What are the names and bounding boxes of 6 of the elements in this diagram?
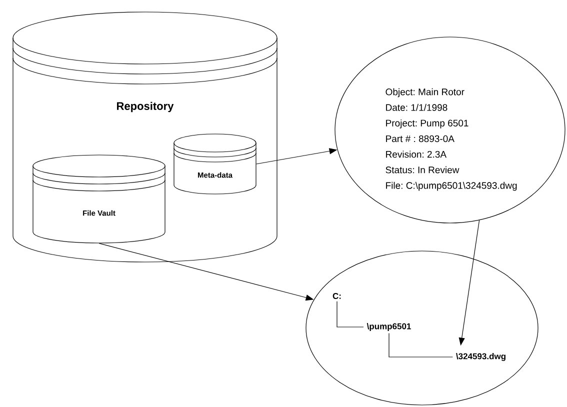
path-label: \pump6501 bbox=[366, 323, 411, 331]
tree-connector bbox=[336, 301, 364, 328]
path-label: \324593.dwg bbox=[456, 353, 506, 361]
tree-connector bbox=[388, 332, 453, 358]
file-path-ellipse bbox=[306, 250, 538, 406]
path-label: C: bbox=[332, 293, 341, 299]
